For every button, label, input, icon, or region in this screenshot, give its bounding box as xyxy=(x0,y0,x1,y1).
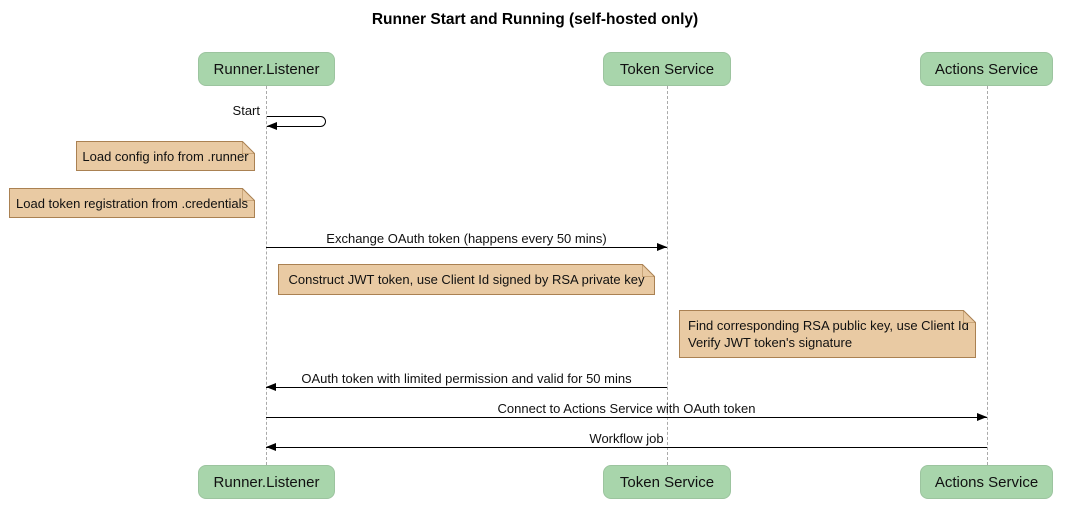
participant-label: Runner.Listener xyxy=(213,473,320,491)
note-text-line2: Verify JWT token's signature xyxy=(688,335,853,350)
participant-runner-listener-bottom: Runner.Listener xyxy=(198,465,335,499)
note-load-token-registration: Load token registration from .credential… xyxy=(9,188,255,218)
note-text: Construct JWT token, use Client Id signe… xyxy=(288,272,645,287)
participant-runner-listener-top: Runner.Listener xyxy=(198,52,335,86)
note-construct-jwt: Construct JWT token, use Client Id signe… xyxy=(278,264,655,295)
note-text: Load config info from .runner xyxy=(82,148,249,164)
arrowhead-right-icon xyxy=(657,243,667,251)
note-fold-icon xyxy=(642,264,655,277)
message-exchange-oauth-label: Exchange OAuth token (happens every 50 m… xyxy=(326,231,607,246)
message-oauth-return-label: OAuth token with limited permission and … xyxy=(301,371,632,386)
self-message-loop xyxy=(267,116,326,127)
message-workflow-job-line xyxy=(266,447,987,448)
note-fold-icon xyxy=(963,310,976,323)
participant-token-service-bottom: Token Service xyxy=(603,465,731,499)
note-fold-icon xyxy=(242,141,255,154)
participant-actions-service-top: Actions Service xyxy=(920,52,1053,86)
message-oauth-return-line xyxy=(266,387,667,388)
participant-token-service-top: Token Service xyxy=(603,52,731,86)
message-connect-line xyxy=(266,417,987,418)
arrowhead-left-icon xyxy=(266,443,276,451)
lifeline-token-service xyxy=(667,86,668,465)
lifeline-runner-listener xyxy=(266,86,267,465)
arrowhead-left-icon xyxy=(266,383,276,391)
message-workflow-job-label: Workflow job xyxy=(589,431,664,446)
participant-actions-service-bottom: Actions Service xyxy=(920,465,1053,499)
participant-label: Token Service xyxy=(619,60,715,78)
message-start-label: Start xyxy=(232,103,260,118)
diagram-title: Runner Start and Running (self-hosted on… xyxy=(371,11,699,28)
note-load-config: Load config info from .runner xyxy=(76,141,255,171)
participant-label: Runner.Listener xyxy=(213,60,320,78)
participant-label: Actions Service xyxy=(934,60,1039,78)
note-verify-jwt: Find corresponding RSA public key, use C… xyxy=(679,310,976,358)
message-connect-label: Connect to Actions Service with OAuth to… xyxy=(497,401,756,416)
note-text-line1: Find corresponding RSA public key, use C… xyxy=(688,318,969,333)
participant-label: Token Service xyxy=(619,473,715,491)
message-exchange-oauth-line xyxy=(266,247,667,248)
participant-label: Actions Service xyxy=(934,473,1039,491)
lifeline-actions-service xyxy=(987,86,988,465)
arrowhead-right-icon xyxy=(977,413,987,421)
note-text: Load token registration from .credential… xyxy=(16,195,248,211)
arrowhead-left-icon xyxy=(267,122,277,130)
note-fold-icon xyxy=(242,188,255,201)
